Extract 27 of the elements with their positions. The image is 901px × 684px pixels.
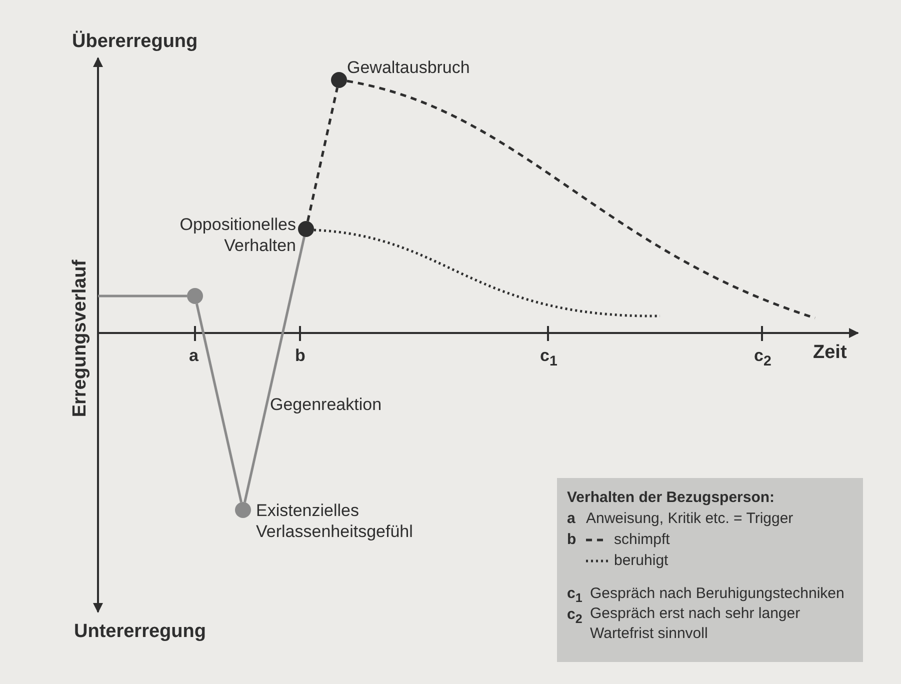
data-point	[331, 72, 347, 88]
legend-title: Verhalten der Bezugsperson:	[567, 488, 775, 508]
axis-title: Zeit	[813, 342, 847, 363]
axis-title: Untererregung	[74, 621, 206, 642]
axis-title: Erregungsverlauf	[70, 258, 90, 420]
legend-text: Gespräch erst nach sehr langer Wartefrist sinnvoll	[590, 604, 802, 644]
point-label: Gewaltausbruch	[347, 57, 470, 78]
tick-label: c$_{2}$	[754, 345, 772, 372]
edge-label: Gegenreaktion	[270, 394, 382, 415]
data-point	[298, 221, 314, 237]
legend-text: Anweisung, Kritik etc. = Trigger	[586, 509, 794, 529]
axis-title: Übererregung	[72, 31, 198, 52]
data-point	[187, 288, 203, 304]
point-label: Existenzielles Verlassenheitsgefühl	[256, 500, 414, 542]
tick-label: b	[295, 345, 306, 366]
legend-text: schimpft	[614, 530, 670, 550]
data-point	[235, 502, 251, 518]
legend-key: b	[567, 529, 576, 550]
dashed-curve	[306, 88, 338, 222]
point-label: Oppositionelles Verhalten	[178, 214, 296, 256]
tick-label: c$_{1}$	[540, 345, 558, 372]
legend-text: Gespräch nach Beruhigungstechniken	[590, 584, 844, 604]
legend-key: a	[567, 508, 576, 529]
legend-text: beruhigt	[614, 551, 668, 571]
curve-line	[196, 304, 242, 502]
curve-line	[244, 236, 306, 502]
tick-label: a	[189, 345, 198, 366]
